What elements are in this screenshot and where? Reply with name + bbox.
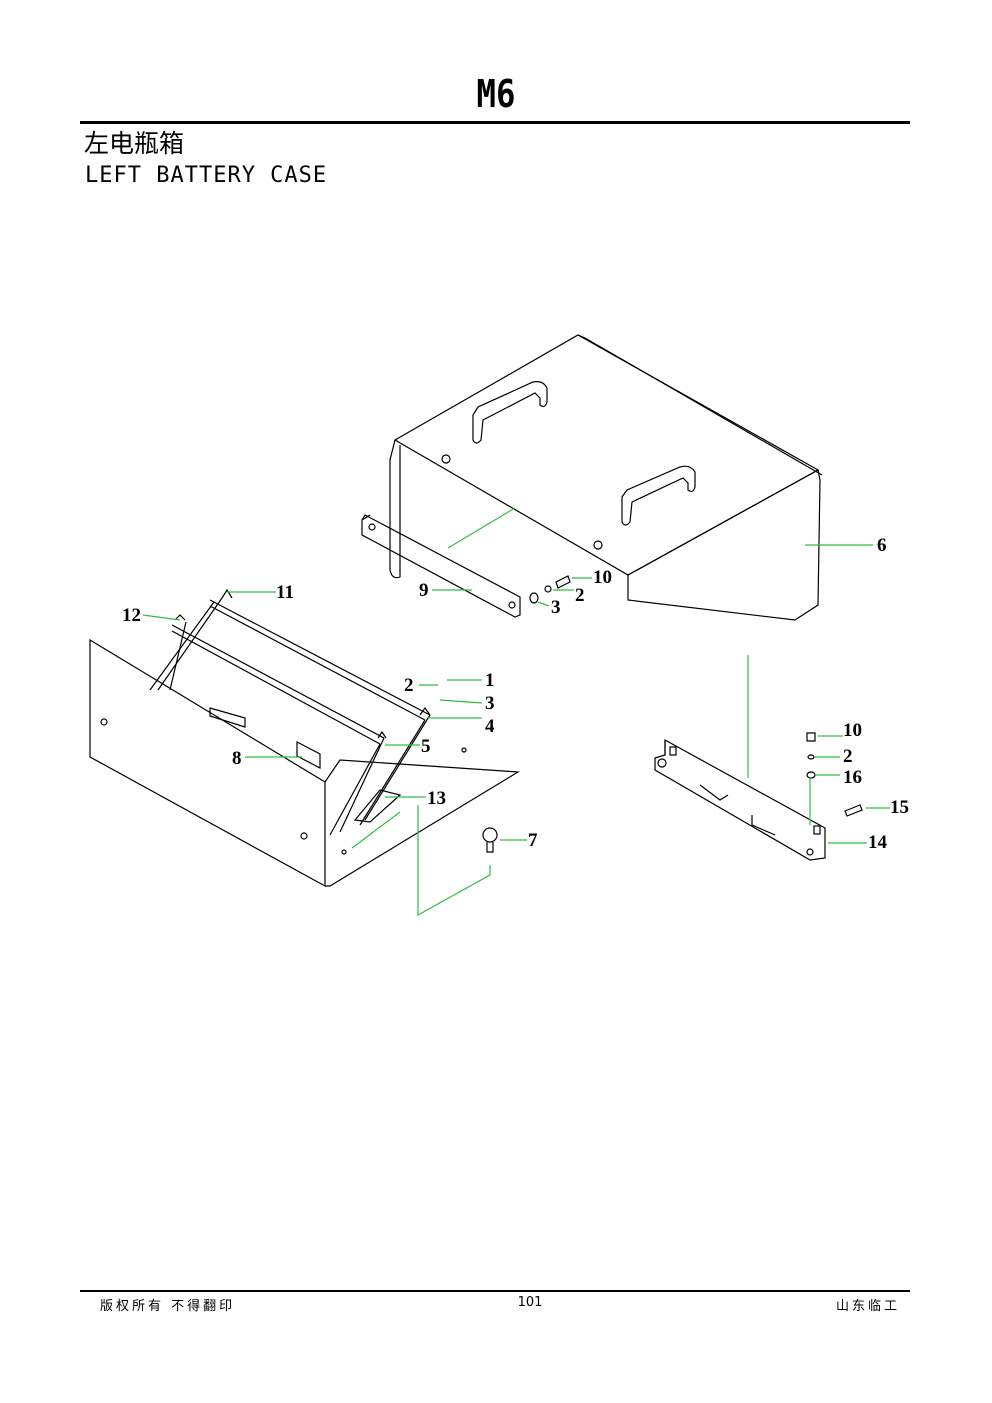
bar-hardware — [529, 575, 571, 604]
battery-cover — [389, 334, 823, 621]
callout-2a: 2 — [404, 675, 414, 696]
support-bar — [361, 514, 521, 618]
callout-11: 11 — [276, 582, 294, 603]
callout-5: 5 — [421, 736, 431, 757]
callout-14: 14 — [868, 832, 888, 853]
header-rule — [80, 121, 910, 124]
callout-12: 12 — [122, 605, 141, 626]
callout-7: 7 — [528, 830, 538, 851]
callout-15: 15 — [890, 797, 909, 818]
footer-rule — [80, 1290, 910, 1292]
battery-tray — [89, 588, 520, 888]
callout-labels: 11 12 2 1 3 4 5 8 13 7 9 10 2 3 6 10 2 1… — [122, 535, 909, 853]
company-name: 山东临工 — [835, 1299, 900, 1314]
callout-10b: 10 — [843, 720, 862, 741]
callout-2c: 2 — [843, 746, 853, 767]
callout-1: 1 — [485, 670, 495, 691]
page-number: 101 — [517, 1295, 543, 1310]
section-code: M6 — [476, 72, 516, 116]
callout-16: 16 — [843, 767, 862, 788]
callout-6: 6 — [877, 535, 887, 556]
callout-10a: 10 — [593, 567, 612, 588]
callout-13: 13 — [427, 788, 446, 809]
mounting-bracket — [654, 732, 863, 861]
callout-4: 4 — [485, 716, 495, 737]
page-title-en: LEFT BATTERY CASE — [85, 163, 328, 188]
leader-lines — [142, 507, 890, 917]
callout-8: 8 — [232, 748, 242, 769]
callout-3b: 3 — [551, 597, 561, 618]
copyright-notice: 版权所有 不得翻印 — [100, 1299, 236, 1314]
line-art — [89, 334, 863, 888]
page-title-cn: 左电瓶箱 — [84, 129, 185, 158]
callout-3a: 3 — [485, 693, 495, 714]
lifting-eye — [482, 827, 498, 853]
callout-2b: 2 — [575, 585, 585, 606]
callout-9: 9 — [419, 580, 429, 601]
